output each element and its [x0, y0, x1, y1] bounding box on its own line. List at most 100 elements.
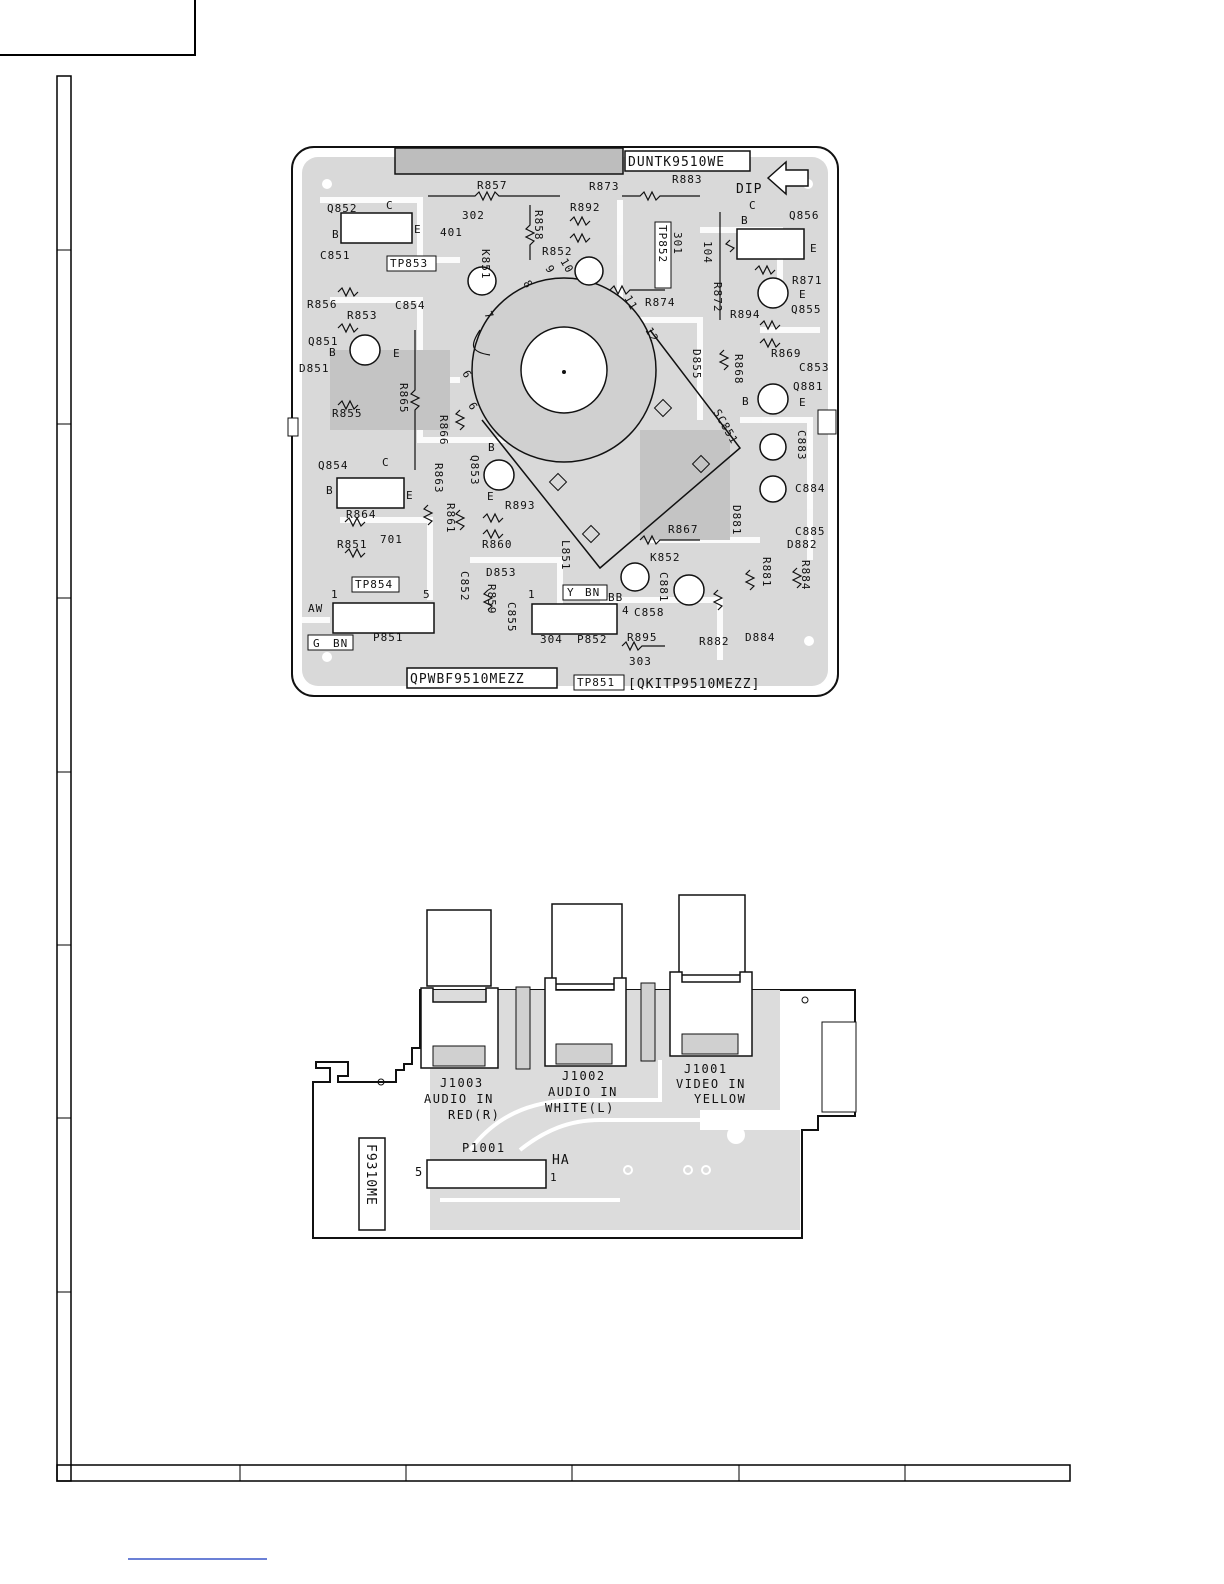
component-label-c852: C852	[458, 571, 471, 602]
component-label-q856b: B	[741, 214, 749, 227]
component-label-r857: R857	[477, 179, 508, 192]
component-label-q852e: E	[414, 223, 422, 236]
pwb-code: QPWBF9510MEZZ	[410, 672, 525, 687]
component-label-bb_1: 1	[528, 588, 536, 601]
component-label-c851: C851	[320, 249, 351, 262]
component-label-tp851: TP851	[577, 676, 615, 689]
component-label-d881: D881	[730, 505, 743, 536]
component-label-r869: R869	[771, 347, 802, 360]
component-label-bb_4: 4	[622, 604, 630, 617]
component-label-r863: R863	[432, 463, 445, 494]
component-label-q881b: B	[742, 395, 750, 408]
jack-j1003	[420, 909, 499, 1069]
component-label-q856: Q856	[789, 209, 820, 222]
jack-j1001-line1: VIDEO IN	[676, 1077, 746, 1091]
component-label-c881: C881	[657, 572, 670, 603]
component-label-l851: L851	[559, 540, 572, 571]
component-label-n701: 701	[380, 533, 403, 546]
component-label-q852b: B	[332, 228, 340, 241]
component-label-n401: 401	[440, 226, 463, 239]
component-label-d853: D853	[486, 566, 517, 579]
sheet-frame	[0, 0, 1071, 1560]
component-label-n304: 304	[540, 633, 563, 646]
component-label-r861: R861	[444, 503, 457, 534]
component-label-p851_5: 5	[423, 588, 431, 601]
component-label-q856c: C	[749, 199, 757, 212]
component-label-r859: R859	[485, 584, 498, 615]
component-label-c883: C883	[795, 430, 808, 461]
board-part-number: DUNTK9510WE	[628, 155, 725, 170]
component-label-r874: R874	[645, 296, 676, 309]
component-label-r866: R866	[437, 415, 450, 446]
component-label-r882: R882	[699, 635, 730, 648]
component-label-n104: 104	[701, 241, 714, 264]
component-label-c858: C858	[634, 606, 665, 619]
jack-j1002-ref: J1002	[562, 1069, 606, 1083]
jack-j1001	[669, 894, 753, 1057]
component-label-tp853: TP853	[390, 257, 428, 270]
jack-j1002-line2: WHITE(L)	[545, 1101, 615, 1115]
component-label-n303: 303	[629, 655, 652, 668]
jack-j1002-line1: AUDIO IN	[548, 1085, 618, 1099]
component-label-r855: R855	[332, 407, 363, 420]
connector-pin-left: 5	[415, 1165, 424, 1179]
jack-j1003-line2: RED(R)	[448, 1108, 500, 1122]
component-label-p851: P851	[373, 631, 404, 644]
component-label-r864: R864	[346, 508, 377, 521]
component-label-r895: R895	[627, 631, 658, 644]
component-label-p851_1: 1	[331, 588, 339, 601]
kit-code: [QKITP9510MEZZ]	[628, 677, 760, 692]
component-label-r883: R883	[672, 173, 703, 186]
jack-j1001-ref: J1001	[684, 1062, 728, 1076]
component-label-r858: R858	[532, 210, 545, 241]
component-label-q851b: B	[329, 346, 337, 359]
component-label-p852: P852	[577, 633, 608, 646]
component-label-r881: R881	[760, 557, 773, 588]
component-label-r853: R853	[347, 309, 378, 322]
component-label-r856: R856	[307, 298, 338, 311]
component-label-tp854: TP854	[355, 578, 393, 591]
component-label-q881e: E	[799, 396, 807, 409]
component-label-r884: R884	[799, 560, 812, 591]
board-code: F9310ME	[363, 1144, 378, 1206]
component-label-r872: R872	[711, 282, 724, 313]
component-label-c885: C885	[795, 525, 826, 538]
component-label-q852c: C	[386, 199, 394, 212]
component-label-q853b: B	[488, 441, 496, 454]
component-label-n301: 301	[671, 232, 684, 255]
bottom-board: F9310ME J1003 AUDIO IN RED(R) J1002 AUDI…	[312, 894, 857, 1239]
jack-j1003-ref: J1003	[440, 1076, 484, 1090]
component-label-d855: D855	[690, 349, 703, 380]
component-label-q855: Q855	[791, 303, 822, 316]
component-label-r871: R871	[792, 274, 823, 287]
component-label-c884: C884	[795, 482, 826, 495]
component-label-r873: R873	[589, 180, 620, 193]
connector-pin-right: 1	[550, 1171, 558, 1184]
component-label-q853: Q853	[468, 455, 481, 486]
component-label-q851e: E	[393, 347, 401, 360]
component-label-aw: AW	[308, 602, 323, 615]
jack-j1002	[544, 903, 627, 1067]
component-label-q853e: E	[487, 490, 495, 503]
component-label-q854: Q854	[318, 459, 349, 472]
component-label-r852: R852	[542, 245, 573, 258]
top-board: DUNTK9510WE DIP QPWBF9510MEZZ [QKITP9510…	[287, 146, 839, 697]
component-label-k852: K852	[650, 551, 681, 564]
component-label-q856e: E	[810, 242, 818, 255]
jack-j1003-line1: AUDIO IN	[424, 1092, 494, 1106]
component-label-yb_y: Y	[567, 586, 575, 599]
component-label-r892: R892	[570, 201, 601, 214]
component-label-c853: C853	[799, 361, 830, 374]
component-label-q854e: E	[406, 489, 414, 502]
component-label-gb_bn: BN	[333, 637, 348, 650]
component-label-r860: R860	[482, 538, 513, 551]
component-label-q855e: E	[799, 288, 807, 301]
component-label-bb: BB	[608, 591, 623, 604]
component-label-r867: R867	[668, 523, 699, 536]
component-label-k851: K851	[479, 249, 492, 280]
component-label-d882: D882	[787, 538, 818, 551]
connector-label: P1001	[462, 1141, 506, 1155]
component-label-q851: Q851	[308, 335, 339, 348]
jack-j1001-line2: YELLOW	[694, 1092, 746, 1106]
